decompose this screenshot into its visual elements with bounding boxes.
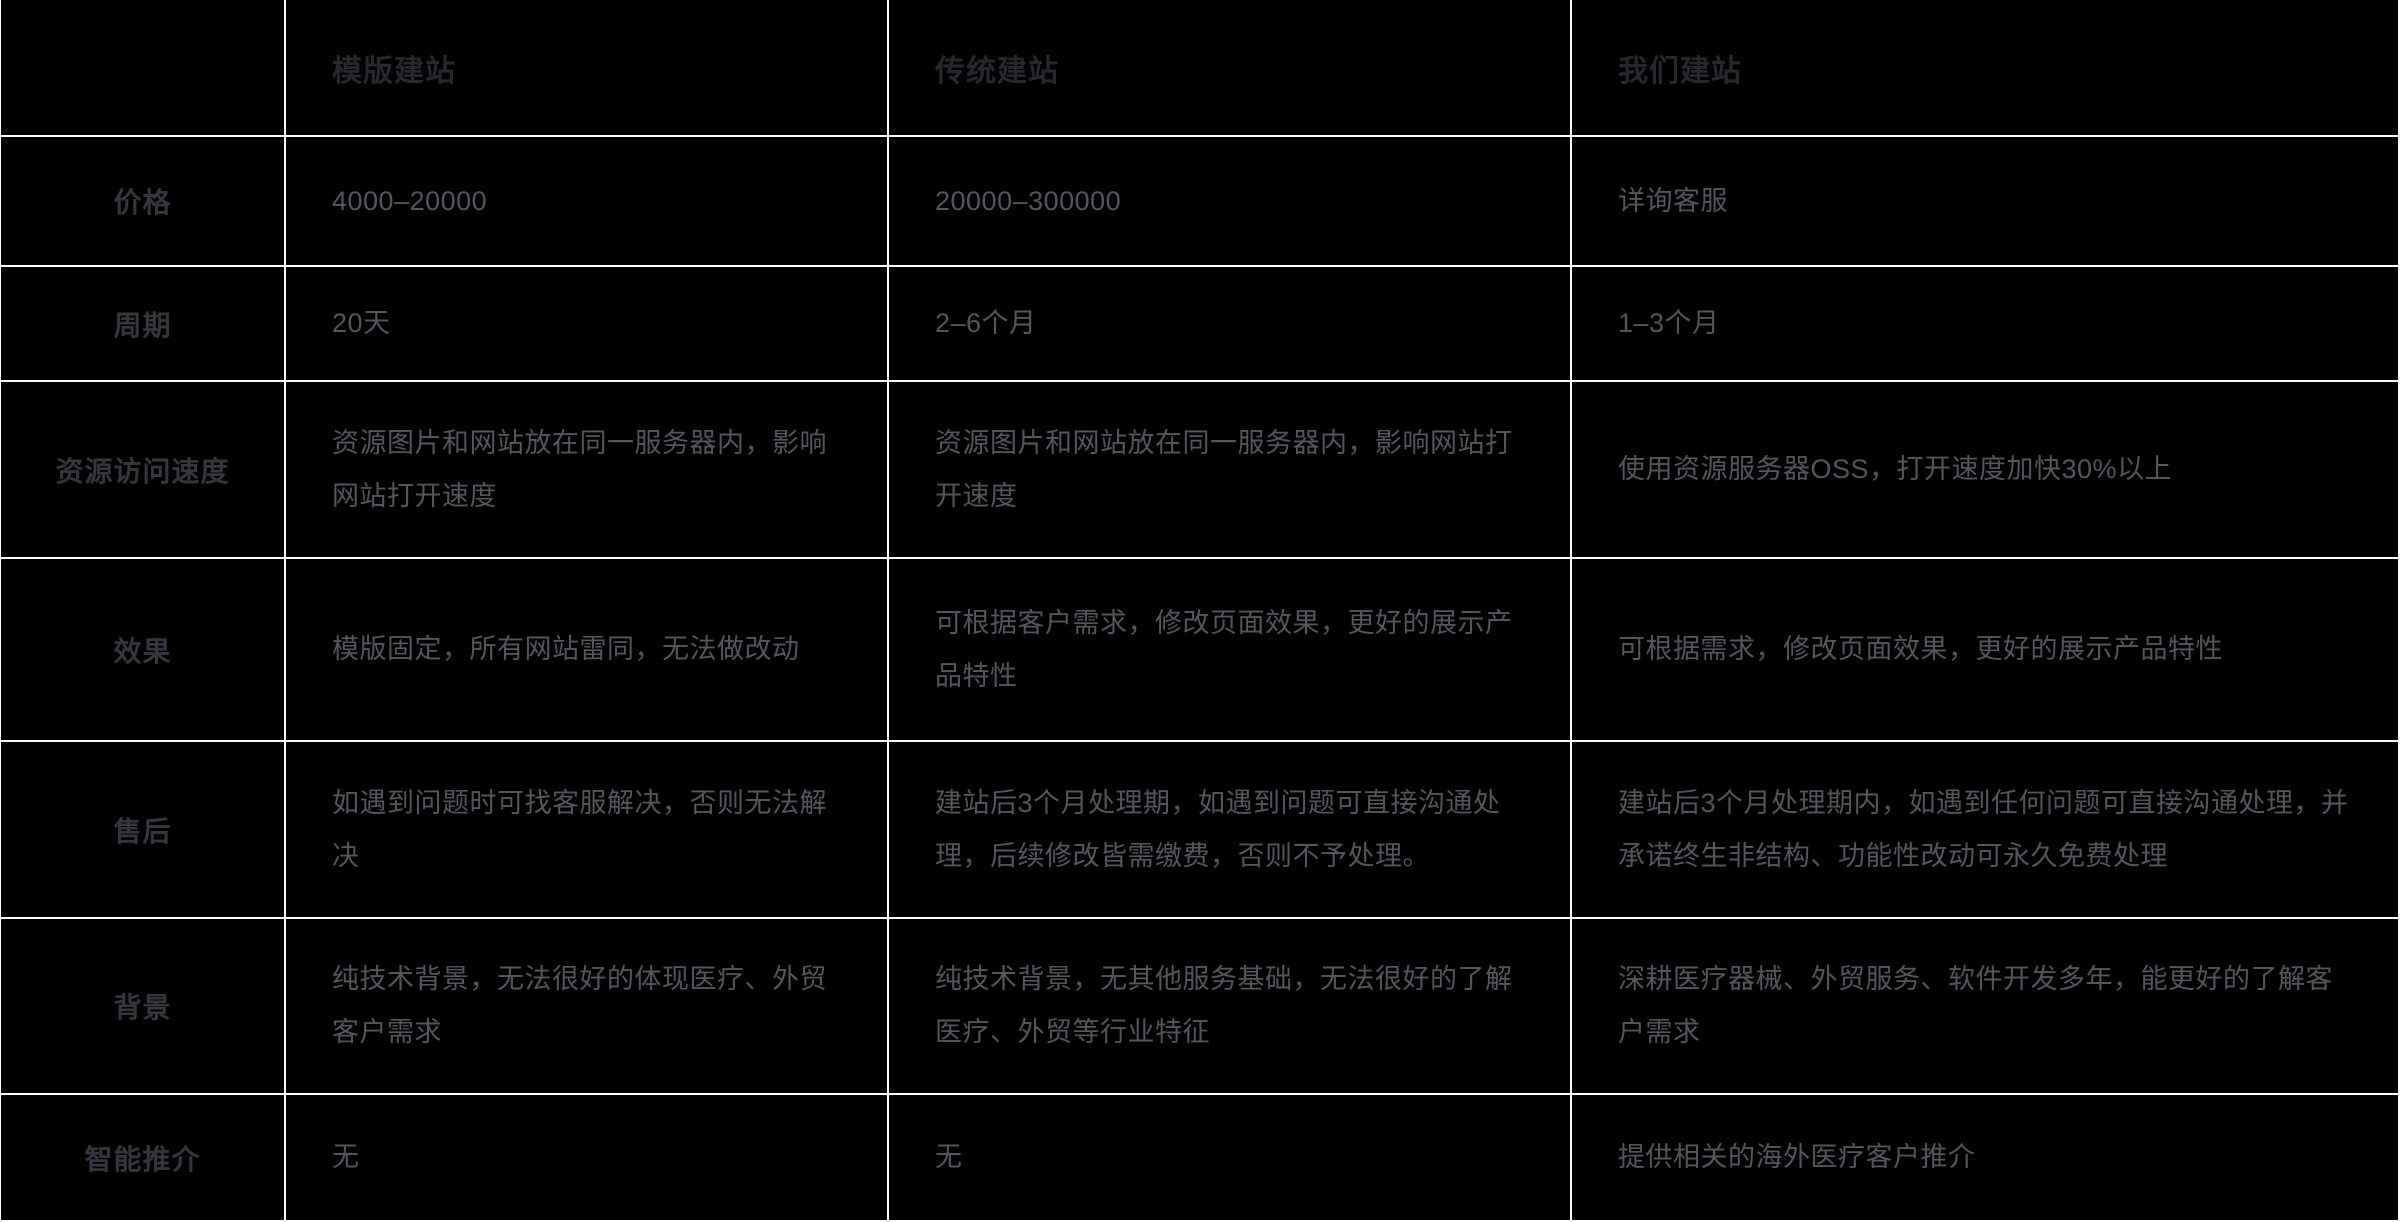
cell-value: 4000–20000 (332, 185, 488, 216)
row-label-cell: 售后 (1, 742, 286, 917)
column-title: 我们建站 (1618, 54, 1742, 88)
value-cell: 可根据需求，修改页面效果，更好的展示产品特性 (1572, 559, 2400, 740)
row-label-cell: 效果 (1, 559, 286, 740)
value-cell: 如遇到问题时可找客服解决，否则无法解决 (286, 742, 889, 917)
header-cell-empty (1, 0, 286, 135)
cell-value: 模版固定，所有网站雷同，无法做改动 (332, 634, 800, 665)
value-cell: 20000–300000 (889, 137, 1572, 265)
cell-value: 建站后3个月处理期内，如遇到任何问题可直接沟通处理，并承诺终生非结构、功能性改动… (1618, 787, 2349, 871)
value-cell: 纯技术背景，无法很好的体现医疗、外贸客户需求 (286, 919, 889, 1093)
cell-value: 资源图片和网站放在同一服务器内，影响网站打开速度 (935, 427, 1513, 511)
value-cell: 详询客服 (1572, 137, 2400, 265)
cell-value: 资源图片和网站放在同一服务器内，影响网站打开速度 (332, 427, 827, 511)
row-label: 价格 (113, 187, 172, 218)
table-header-row: 模版建站 传统建站 我们建站 (1, 0, 2400, 137)
row-label-cell: 智能推介 (1, 1095, 286, 1220)
value-cell: 提供相关的海外医疗客户推介 (1572, 1095, 2400, 1220)
row-label: 效果 (113, 635, 172, 667)
cell-value: 使用资源服务器OSS，打开速度加快30%以上 (1618, 454, 2173, 485)
value-cell: 20天 (286, 267, 889, 380)
value-cell: 模版固定，所有网站雷同，无法做改动 (286, 559, 889, 740)
cell-value: 可根据客户需求，修改页面效果，更好的展示产品特性 (935, 607, 1513, 691)
row-label-cell: 资源访问速度 (1, 382, 286, 557)
header-cell-template-build: 模版建站 (286, 0, 889, 135)
row-label-cell: 周期 (1, 267, 286, 380)
cell-value: 建站后3个月处理期，如遇到问题可直接沟通处理，后续修改皆需缴费，否则不予处理。 (935, 787, 1501, 871)
cell-value: 1–3个月 (1618, 308, 1720, 339)
value-cell: 资源图片和网站放在同一服务器内，影响网站打开速度 (889, 382, 1572, 557)
value-cell: 纯技术背景，无其他服务基础，无法很好的了解医疗、外贸等行业特征 (889, 919, 1572, 1093)
value-cell: 资源图片和网站放在同一服务器内，影响网站打开速度 (286, 382, 889, 557)
header-cell-traditional-build: 传统建站 (889, 0, 1572, 135)
row-label: 资源访问速度 (55, 455, 230, 487)
cell-value: 20天 (332, 308, 391, 339)
cell-value: 纯技术背景，无法很好的体现医疗、外贸客户需求 (332, 964, 827, 1047)
cell-value: 提供相关的海外医疗客户推介 (1618, 1142, 1976, 1173)
table-row-resource-speed: 资源访问速度 资源图片和网站放在同一服务器内，影响网站打开速度 资源图片和网站放… (1, 382, 2400, 559)
row-label: 智能推介 (84, 1143, 201, 1175)
value-cell: 4000–20000 (286, 137, 889, 265)
cell-value: 详询客服 (1618, 185, 1728, 216)
row-label: 背景 (113, 992, 172, 1023)
value-cell: 使用资源服务器OSS，打开速度加快30%以上 (1572, 382, 2400, 557)
value-cell: 1–3个月 (1572, 267, 2400, 380)
column-title: 模版建站 (332, 54, 456, 88)
table-row-price: 价格 4000–20000 20000–300000 详询客服 (1, 137, 2400, 267)
row-label: 售后 (113, 815, 172, 847)
value-cell: 2–6个月 (889, 267, 1572, 380)
value-cell: 建站后3个月处理期，如遇到问题可直接沟通处理，后续修改皆需缴费，否则不予处理。 (889, 742, 1572, 917)
table-row-smart-referral: 智能推介 无 无 提供相关的海外医疗客户推介 (1, 1095, 2400, 1222)
column-title: 传统建站 (935, 54, 1059, 88)
cell-value: 20000–300000 (935, 185, 1122, 216)
value-cell: 建站后3个月处理期内，如遇到任何问题可直接沟通处理，并承诺终生非结构、功能性改动… (1572, 742, 2400, 917)
table-row-after-sales: 售后 如遇到问题时可找客服解决，否则无法解决 建站后3个月处理期，如遇到问题可直… (1, 742, 2400, 919)
row-label-cell: 背景 (1, 919, 286, 1093)
value-cell: 无 (889, 1095, 1572, 1220)
cell-value: 纯技术背景，无其他服务基础，无法很好的了解医疗、外贸等行业特征 (935, 964, 1513, 1047)
cell-value: 如遇到问题时可找客服解决，否则无法解决 (332, 787, 827, 871)
value-cell: 无 (286, 1095, 889, 1220)
cell-value: 无 (935, 1142, 963, 1173)
row-label: 周期 (113, 309, 172, 341)
cell-value: 2–6个月 (935, 308, 1037, 339)
header-cell-our-build: 我们建站 (1572, 0, 2400, 135)
table-row-period: 周期 20天 2–6个月 1–3个月 (1, 267, 2400, 382)
table-row-background: 背景 纯技术背景，无法很好的体现医疗、外贸客户需求 纯技术背景，无其他服务基础，… (1, 919, 2400, 1095)
cell-value: 无 (332, 1142, 360, 1173)
value-cell: 可根据客户需求，修改页面效果，更好的展示产品特性 (889, 559, 1572, 740)
value-cell: 深耕医疗器械、外贸服务、软件开发多年，能更好的了解客户需求 (1572, 919, 2400, 1093)
table-row-effect: 效果 模版固定，所有网站雷同，无法做改动 可根据客户需求，修改页面效果，更好的展… (1, 559, 2400, 742)
cell-value: 深耕医疗器械、外贸服务、软件开发多年，能更好的了解客户需求 (1618, 964, 2333, 1047)
row-label-cell: 价格 (1, 137, 286, 265)
cell-value: 可根据需求，修改页面效果，更好的展示产品特性 (1618, 634, 2223, 665)
